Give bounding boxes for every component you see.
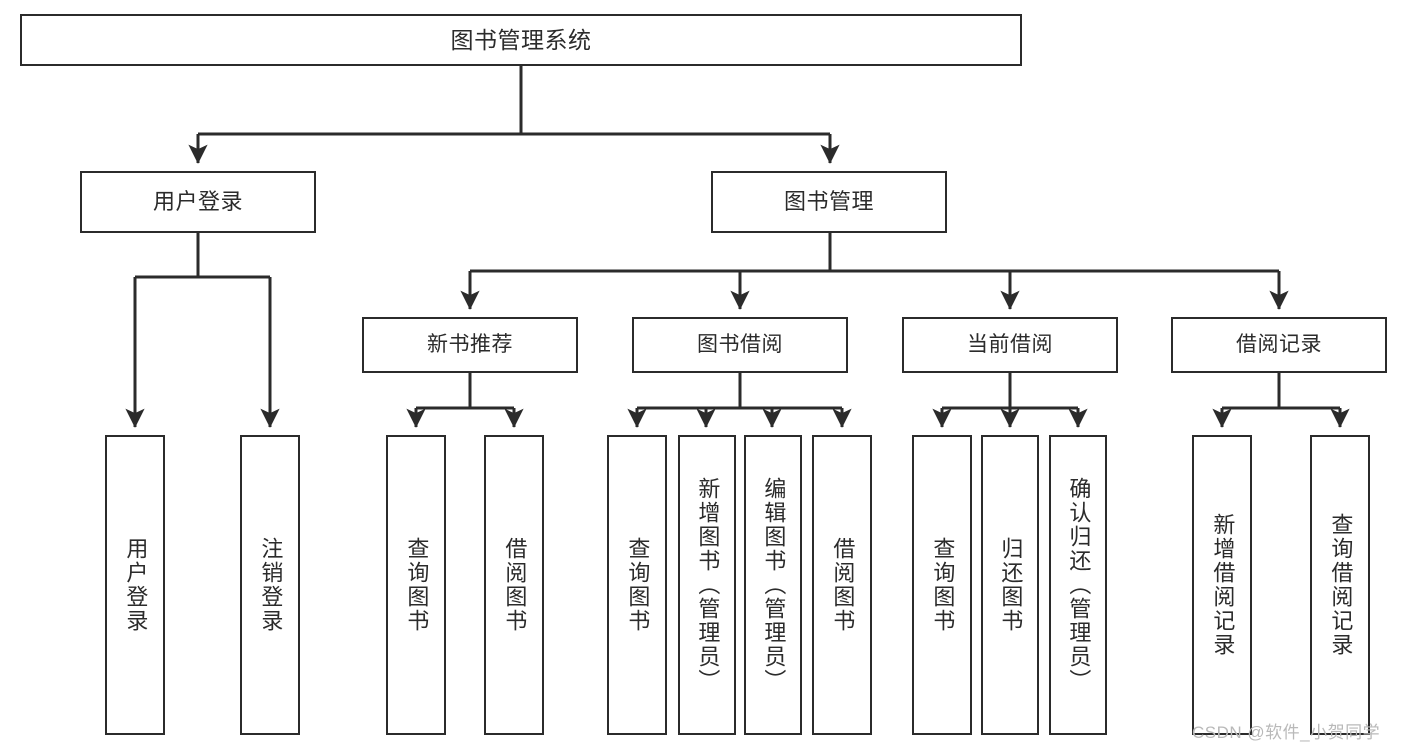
node-book-borrow[interactable]: 图书借阅 (632, 317, 848, 373)
node-label: 新书推荐 (427, 332, 513, 356)
node-current-borrow[interactable]: 当前借阅 (902, 317, 1118, 373)
node-leaf-add-book-admin[interactable]: 新增图书（管理员） (678, 435, 736, 735)
node-label: 新增借阅记录 (1210, 513, 1236, 657)
node-leaf-query-book-current[interactable]: 查询图书 (912, 435, 972, 735)
node-user-login[interactable]: 用户登录 (80, 171, 316, 233)
node-leaf-confirm-return-admin[interactable]: 确认归还（管理员） (1049, 435, 1107, 735)
node-label: 当前借阅 (967, 332, 1053, 356)
node-leaf-return-book[interactable]: 归还图书 (981, 435, 1039, 735)
node-label: 查询图书 (930, 537, 956, 633)
node-label: 归还图书 (998, 537, 1024, 633)
node-label: 编辑图书（管理员） (761, 477, 787, 693)
node-new-book-recommend[interactable]: 新书推荐 (362, 317, 578, 373)
node-book-management-system[interactable]: 图书管理系统 (20, 14, 1022, 66)
node-leaf-add-borrow-record[interactable]: 新增借阅记录 (1192, 435, 1252, 735)
node-label: 确认归还（管理员） (1066, 477, 1092, 693)
node-leaf-query-borrow-record[interactable]: 查询借阅记录 (1310, 435, 1370, 735)
node-label: 用户登录 (123, 537, 149, 633)
node-leaf-borrow-book-recommend[interactable]: 借阅图书 (484, 435, 544, 735)
node-book-management[interactable]: 图书管理 (711, 171, 947, 233)
node-label: 图书管理 (783, 189, 874, 215)
csdn-watermark: CSDN @软件_小贺同学 (1192, 723, 1381, 742)
node-label: 查询借阅记录 (1328, 513, 1354, 657)
node-label: 查询图书 (625, 537, 651, 633)
node-label: 借阅记录 (1236, 332, 1322, 356)
node-label: 借阅图书 (502, 537, 528, 633)
node-leaf-query-book-borrow[interactable]: 查询图书 (607, 435, 667, 735)
node-borrow-record[interactable]: 借阅记录 (1171, 317, 1387, 373)
node-leaf-borrow-book[interactable]: 借阅图书 (812, 435, 872, 735)
node-label: 查询图书 (404, 537, 430, 633)
node-leaf-edit-book-admin[interactable]: 编辑图书（管理员） (744, 435, 802, 735)
node-label: 注销登录 (258, 537, 284, 633)
node-label: 图书管理系统 (450, 26, 592, 53)
node-label: 用户登录 (152, 189, 243, 215)
node-leaf-user-login[interactable]: 用户登录 (105, 435, 165, 735)
node-label: 图书借阅 (697, 332, 783, 356)
node-label: 借阅图书 (830, 537, 856, 633)
node-leaf-logout-login[interactable]: 注销登录 (240, 435, 300, 735)
node-leaf-query-book-recommend[interactable]: 查询图书 (386, 435, 446, 735)
node-label: 新增图书（管理员） (695, 477, 721, 693)
